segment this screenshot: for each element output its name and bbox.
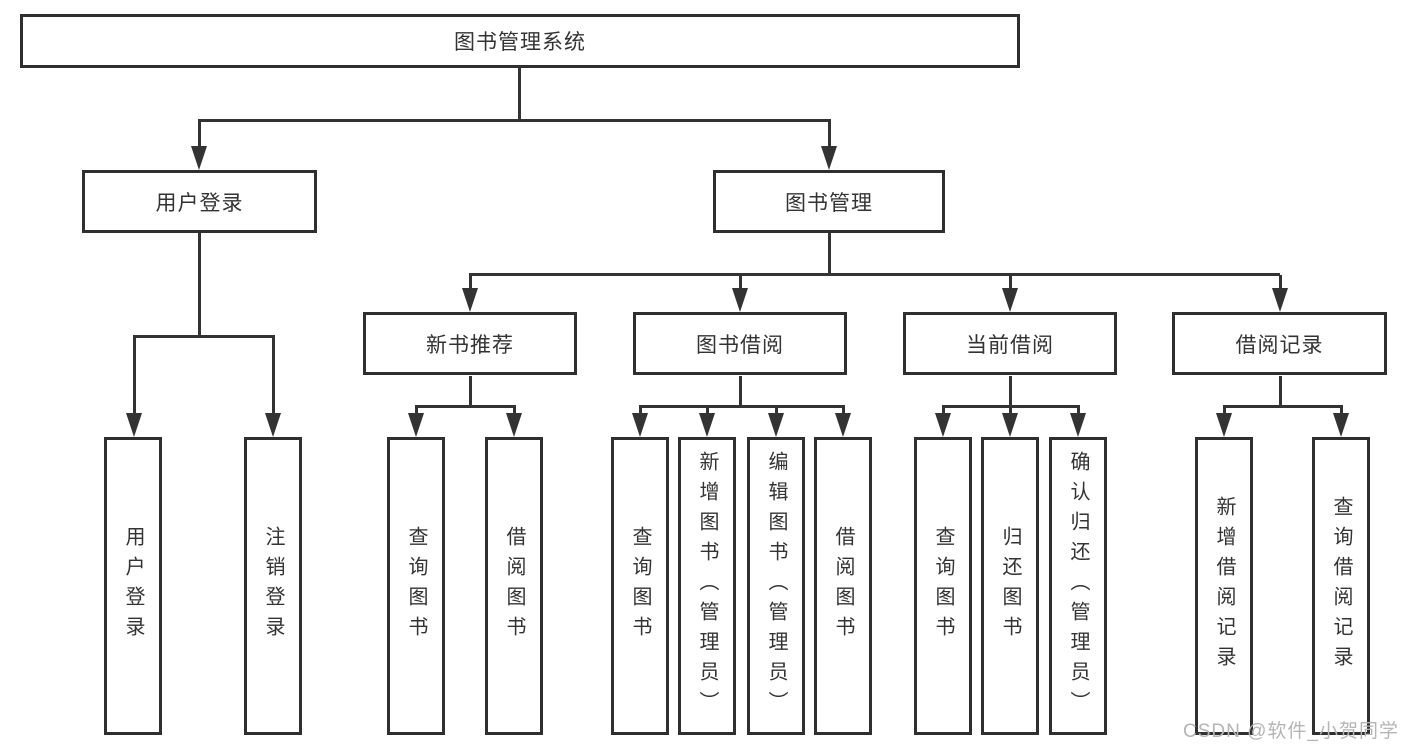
arrowhead-down-icon: [632, 413, 648, 437]
node-label: 用户登录: [122, 526, 144, 646]
connector-drop-borrow-records: [1279, 275, 1282, 290]
connector-new-book-trunk: [469, 376, 472, 405]
node-label: 借阅记录: [1235, 333, 1324, 357]
arrowhead-down-icon: [1070, 413, 1086, 437]
leaf-confirm-return-admin: 确认归还（管理员）: [1049, 437, 1107, 735]
connector-drop-leaf-logout: [272, 335, 275, 417]
connector-drop: [513, 405, 516, 417]
connector-book-mgmt-trunk: [828, 233, 831, 273]
node-label: 图书管理: [785, 191, 873, 215]
leaf-query-book-borrow: 查询图书: [611, 437, 669, 735]
node-label: 新书推荐: [426, 333, 514, 357]
connector-drop: [706, 405, 709, 417]
arrowhead-down-icon: [699, 413, 715, 437]
node-label: 新增图书（管理员）: [696, 451, 718, 721]
leaf-query-book-newrec: 查询图书: [387, 437, 445, 735]
arrowhead-down-icon: [732, 288, 748, 312]
arrowhead-down-icon: [768, 413, 784, 437]
arrowhead-down-icon: [935, 413, 951, 437]
arrowhead-down-icon: [126, 413, 142, 437]
leaf-add-borrow-record: 新增借阅记录: [1195, 437, 1253, 735]
leaf-borrow-book-newrec: 借阅图书: [485, 437, 543, 735]
connector-new-book-rail: [415, 405, 516, 408]
node-book-mgmt: 图书管理: [713, 170, 945, 233]
leaf-query-book-current: 查询图书: [914, 437, 972, 735]
arrowhead-down-icon: [821, 146, 837, 170]
node-label: 查询图书: [405, 526, 427, 646]
node-label: 查询借阅记录: [1330, 496, 1352, 676]
connector-drop-book-borrow: [739, 275, 742, 290]
connector-drop: [1077, 405, 1080, 417]
leaf-edit-book-admin: 编辑图书（管理员）: [747, 437, 805, 735]
node-label: 查询图书: [932, 526, 954, 646]
node-label: 新增借阅记录: [1213, 496, 1235, 676]
arrowhead-down-icon: [1002, 413, 1018, 437]
arrowhead-down-icon: [1216, 413, 1232, 437]
connector-user-login-rail: [133, 335, 275, 338]
arrowhead-down-icon: [1333, 413, 1349, 437]
connector-drop-leaf-user-login: [133, 335, 136, 417]
node-current-borrow: 当前借阅: [903, 312, 1117, 375]
connector-drop: [1340, 405, 1343, 417]
node-label: 图书管理系统: [454, 31, 586, 54]
connector-book-borrow-rail: [639, 405, 845, 408]
node-label: 当前借阅: [966, 333, 1054, 357]
arrowhead-down-icon: [408, 413, 424, 437]
connector-drop: [415, 405, 418, 417]
leaf-return-book: 归还图书: [981, 437, 1039, 735]
connector-drop: [942, 405, 945, 417]
connector-drop: [1009, 405, 1012, 417]
connector-current-borrow-trunk: [1009, 376, 1012, 405]
node-borrow-records: 借阅记录: [1172, 312, 1387, 375]
leaf-borrow-book: 借阅图书: [814, 437, 872, 735]
connector-borrow-records-rail: [1223, 405, 1343, 408]
arrowhead-down-icon: [1272, 288, 1288, 312]
node-label: 查询图书: [629, 526, 651, 646]
connector-user-login-trunk: [198, 233, 201, 335]
connector-drop-user-login: [198, 119, 201, 149]
node-user-login: 用户登录: [82, 170, 317, 233]
connector-root-trunk: [518, 68, 521, 119]
connector-drop: [775, 405, 778, 417]
connector-drop: [639, 405, 642, 417]
node-label: 编辑图书（管理员）: [765, 451, 787, 721]
node-book-borrow: 图书借阅: [633, 312, 847, 375]
arrowhead-down-icon: [462, 288, 478, 312]
connector-book-borrow-trunk: [739, 376, 742, 405]
arrowhead-down-icon: [835, 413, 851, 437]
node-label: 借阅图书: [503, 526, 525, 646]
node-label: 借阅图书: [832, 526, 854, 646]
arrowhead-down-icon: [191, 146, 207, 170]
connector-borrow-records-trunk: [1279, 376, 1282, 405]
leaf-query-borrow-record: 查询借阅记录: [1312, 437, 1370, 735]
node-root: 图书管理系统: [20, 14, 1020, 68]
node-label: 注销登录: [262, 526, 284, 646]
node-label: 图书借阅: [696, 333, 784, 357]
node-label: 归还图书: [999, 526, 1021, 646]
connector-drop: [1223, 405, 1226, 417]
arrowhead-down-icon: [1002, 288, 1018, 312]
watermark: CSDN @软件_小贺同学: [1183, 721, 1399, 742]
connector-drop-book-mgmt: [828, 119, 831, 149]
connector-level2-rail: [469, 273, 1280, 276]
leaf-logout: 注销登录: [244, 437, 302, 735]
connector-drop: [842, 405, 845, 417]
node-label: 用户登录: [155, 191, 244, 215]
leaf-add-book-admin: 新增图书（管理员）: [678, 437, 736, 735]
leaf-user-login: 用户登录: [104, 437, 162, 735]
arrowhead-down-icon: [265, 413, 281, 437]
connector-drop-current-borrow: [1009, 275, 1012, 290]
node-label: 确认归还（管理员）: [1067, 451, 1089, 721]
connector-level1-rail: [198, 119, 831, 122]
connector-drop-new-book: [469, 275, 472, 290]
arrowhead-down-icon: [506, 413, 522, 437]
node-new-book-rec: 新书推荐: [363, 312, 577, 375]
